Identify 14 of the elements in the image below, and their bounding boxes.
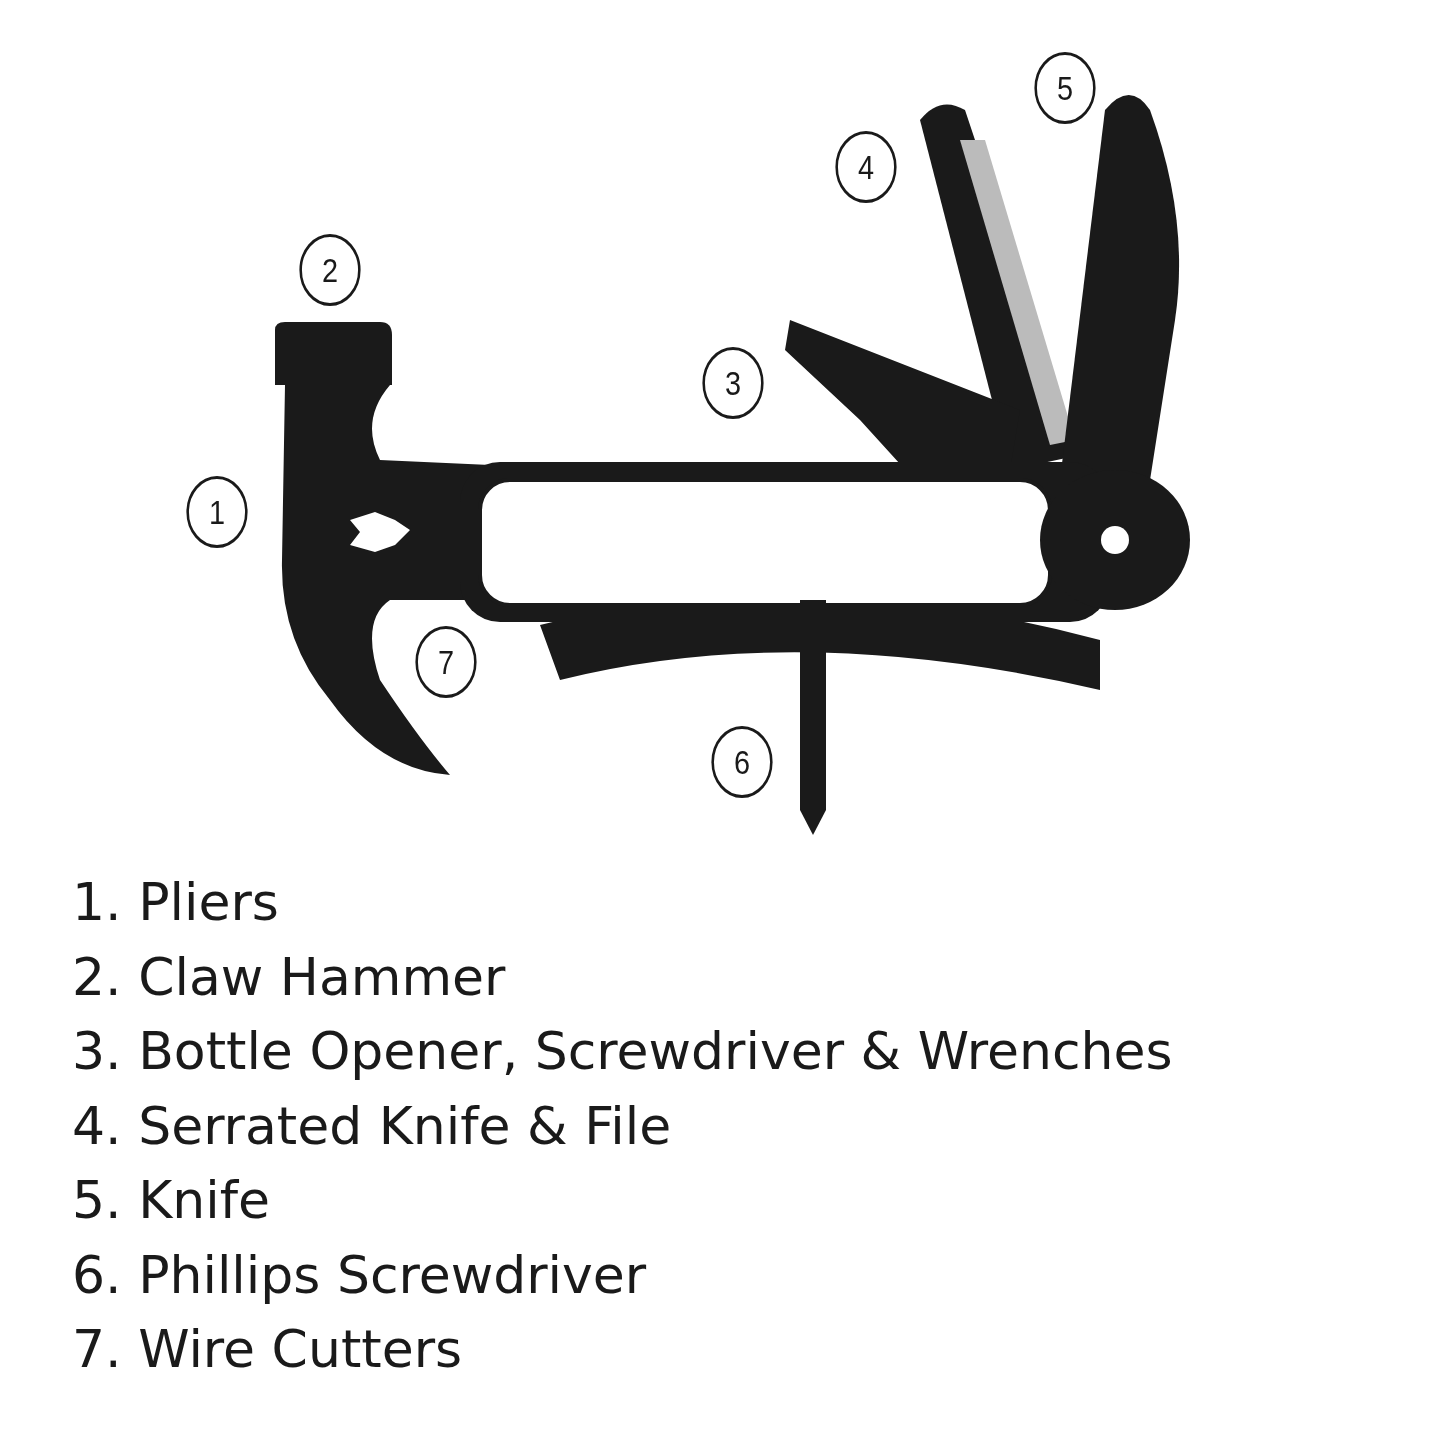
legend-item: 2. Claw Hammer [72, 946, 506, 1007]
legend-item: 4. Serrated Knife & File [72, 1095, 672, 1156]
legend-item: 6. Phillips Screwdriver [72, 1244, 647, 1305]
callout-number: 1 [186, 476, 248, 548]
legend-item: 7. Wire Cutters [72, 1319, 463, 1379]
legend-item: 1. Pliers [72, 872, 279, 932]
callout-number: 4 [835, 131, 897, 203]
legend-item: 3. Bottle Opener, Screwdriver & Wrenches [72, 1021, 1173, 1081]
legend-item: 5. Knife [72, 1170, 270, 1230]
callout-number: 3 [702, 347, 764, 419]
callout-number: 5 [1034, 52, 1096, 124]
callout-number: 7 [415, 626, 477, 698]
callout-number: 2 [299, 234, 361, 306]
callout-number: 6 [711, 726, 773, 798]
